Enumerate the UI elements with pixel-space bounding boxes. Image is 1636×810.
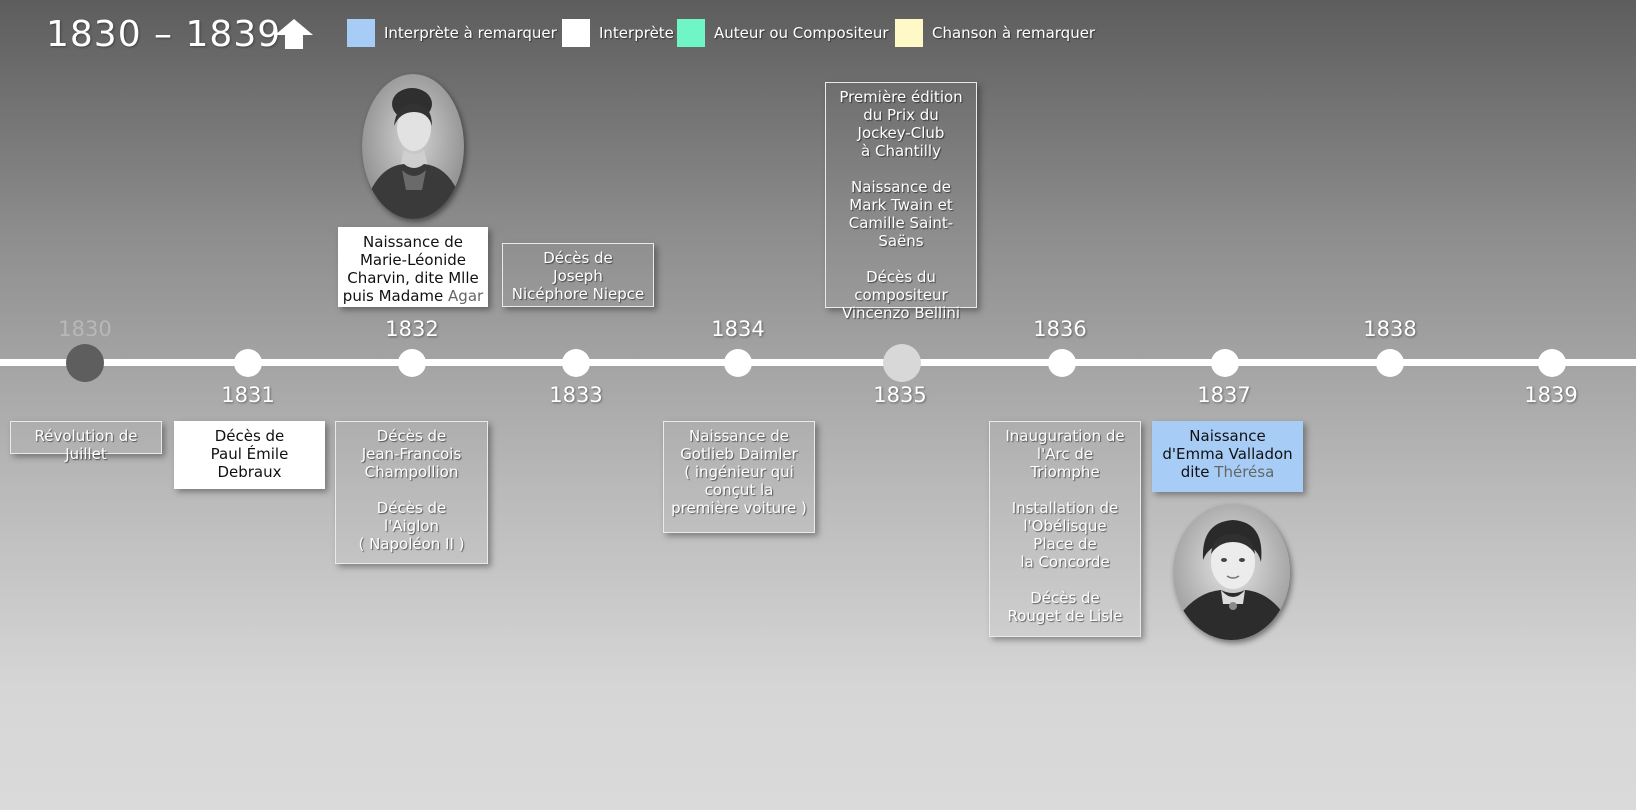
year-label-1832: 1832	[385, 317, 439, 341]
event-line: Décès de	[1030, 589, 1100, 607]
event-line: Jockey-Club	[857, 124, 945, 142]
event-line	[993, 571, 1137, 589]
year-label-1839: 1839	[1524, 383, 1578, 407]
year-label-1837: 1837	[1197, 383, 1251, 407]
year-label-1831: 1831	[221, 383, 275, 407]
legend-label: Auteur ou Compositeur	[714, 24, 889, 42]
event-1833[interactable]: Décès de Joseph Nicéphore Niepce	[502, 243, 654, 307]
legend-item-interprete: Interprète	[562, 18, 674, 48]
event-line: première voiture )	[671, 499, 807, 517]
event-line: à Chantilly	[861, 142, 941, 160]
legend-label: Interprète à remarquer	[384, 24, 557, 42]
event-line: Marie-Léonide	[359, 251, 467, 269]
legend-label: Interprète	[599, 24, 674, 42]
event-line: Place de	[1033, 535, 1097, 553]
year-dot-1836[interactable]	[1048, 349, 1076, 377]
legend-item-auteur: Auteur ou Compositeur	[677, 18, 889, 48]
event-1830[interactable]: Révolution de Juillet	[10, 421, 162, 463]
event-line: l'Aiglon	[383, 517, 440, 535]
timeline-line	[0, 359, 1636, 366]
event-line: Rouget de Lisle	[1007, 607, 1123, 625]
year-dot-1833[interactable]	[562, 349, 590, 377]
year-label-1836: 1836	[1033, 317, 1087, 341]
event-line: Charvin, dite Mlle	[347, 269, 479, 287]
event-line: Inauguration de	[1005, 427, 1125, 445]
event-line: la Concorde	[1020, 553, 1110, 571]
year-dot-1839[interactable]	[1538, 349, 1566, 377]
portrait-agar	[362, 74, 464, 219]
legend-swatch	[347, 19, 375, 47]
year-label-1830: 1830	[58, 317, 112, 341]
event-line: d'Emma Valladon	[1162, 445, 1293, 463]
event-line: Décès de	[376, 499, 447, 517]
event-line: Joseph	[553, 267, 603, 285]
event-line: Gotlieb Daimler	[680, 445, 798, 463]
event-line: Naissance de	[689, 427, 789, 445]
year-label-1834: 1834	[711, 317, 765, 341]
year-dot-1831[interactable]	[234, 349, 262, 377]
event-line	[829, 160, 973, 178]
event-line: compositeur	[854, 286, 948, 304]
event-line: Révolution de Juillet	[34, 427, 138, 463]
event-line: Camille Saint-Saëns	[848, 214, 954, 250]
event-line: Champollion	[364, 463, 459, 481]
event-line-prefix: puis Madame	[342, 287, 449, 305]
event-line: Naissance	[1189, 427, 1266, 445]
legend-label: Chanson à remarquer	[932, 24, 1096, 42]
event-line: l'Obélisque	[1023, 517, 1107, 535]
year-dot-1832[interactable]	[398, 349, 426, 377]
event-line: Paul Émile	[210, 445, 289, 463]
event-1832-deces[interactable]: Décès de Jean-Francois Champollion Décès…	[335, 421, 488, 564]
event-line	[829, 250, 973, 268]
year-dot-1834[interactable]	[724, 349, 752, 377]
event-line: Décès de	[214, 427, 285, 445]
event-line: Nicéphore Niepce	[511, 285, 645, 303]
event-line: dite Thérésa	[1156, 463, 1299, 481]
year-dot-1835[interactable]	[883, 344, 921, 382]
up-arrow-icon[interactable]	[274, 18, 314, 50]
event-1837-naissance-theresa[interactable]: Naissance d'Emma Valladon dite Thérésa	[1152, 421, 1303, 492]
event-line: Décès de	[543, 249, 613, 267]
year-dot-1830[interactable]	[66, 344, 104, 382]
event-line: du Prix du	[863, 106, 939, 124]
event-line: conçut la	[704, 481, 774, 499]
event-line: Décès de	[376, 427, 447, 445]
event-1834[interactable]: Naissance de Gotlieb Daimler ( ingénieur…	[663, 421, 815, 533]
year-label-1838: 1838	[1363, 317, 1417, 341]
event-1836[interactable]: Inauguration de l'Arc de Triomphe Instal…	[989, 421, 1141, 637]
portrait-theresa	[1173, 504, 1290, 640]
event-line: Première édition	[839, 88, 963, 106]
event-line: Naissance de	[851, 178, 951, 196]
event-line: Mark Twain et	[849, 196, 953, 214]
event-1831[interactable]: Décès de Paul Émile Debraux	[174, 421, 325, 489]
event-line	[339, 481, 484, 499]
event-line	[993, 481, 1137, 499]
event-line: Debraux	[217, 463, 282, 481]
event-line: l'Arc de	[1036, 445, 1094, 463]
event-line-prefix: dite	[1180, 463, 1215, 481]
legend-swatch	[895, 19, 923, 47]
event-line: Jean-Francois	[361, 445, 462, 463]
event-line: Triomphe	[1030, 463, 1100, 481]
artist-link-agar[interactable]: Agar	[448, 287, 484, 305]
artist-link-theresa[interactable]: Thérésa	[1214, 463, 1275, 481]
event-line: ( Napoléon II )	[358, 535, 465, 553]
event-1835[interactable]: Première édition du Prix du Jockey-Club …	[825, 82, 977, 322]
year-label-1835: 1835	[873, 383, 927, 407]
event-line: Vincenzo Bellini	[841, 304, 961, 322]
legend-swatch	[677, 19, 705, 47]
year-label-1833: 1833	[549, 383, 603, 407]
legend-item-interprete-remarquer: Interprète à remarquer	[347, 18, 557, 48]
event-1832-naissance-agar[interactable]: Naissance de Marie-Léonide Charvin, dite…	[338, 227, 488, 307]
event-line: ( ingénieur qui	[684, 463, 794, 481]
event-line: Naissance de	[363, 233, 463, 251]
page-title: 1830 – 1839	[46, 14, 282, 55]
legend-swatch	[562, 19, 590, 47]
year-dot-1837[interactable]	[1211, 349, 1239, 377]
legend-item-chanson: Chanson à remarquer	[895, 18, 1095, 48]
year-dot-1838[interactable]	[1376, 349, 1404, 377]
event-line: Décès du	[866, 268, 936, 286]
event-line: puis Madame Agar	[342, 287, 484, 305]
event-line: Installation de	[1011, 499, 1119, 517]
